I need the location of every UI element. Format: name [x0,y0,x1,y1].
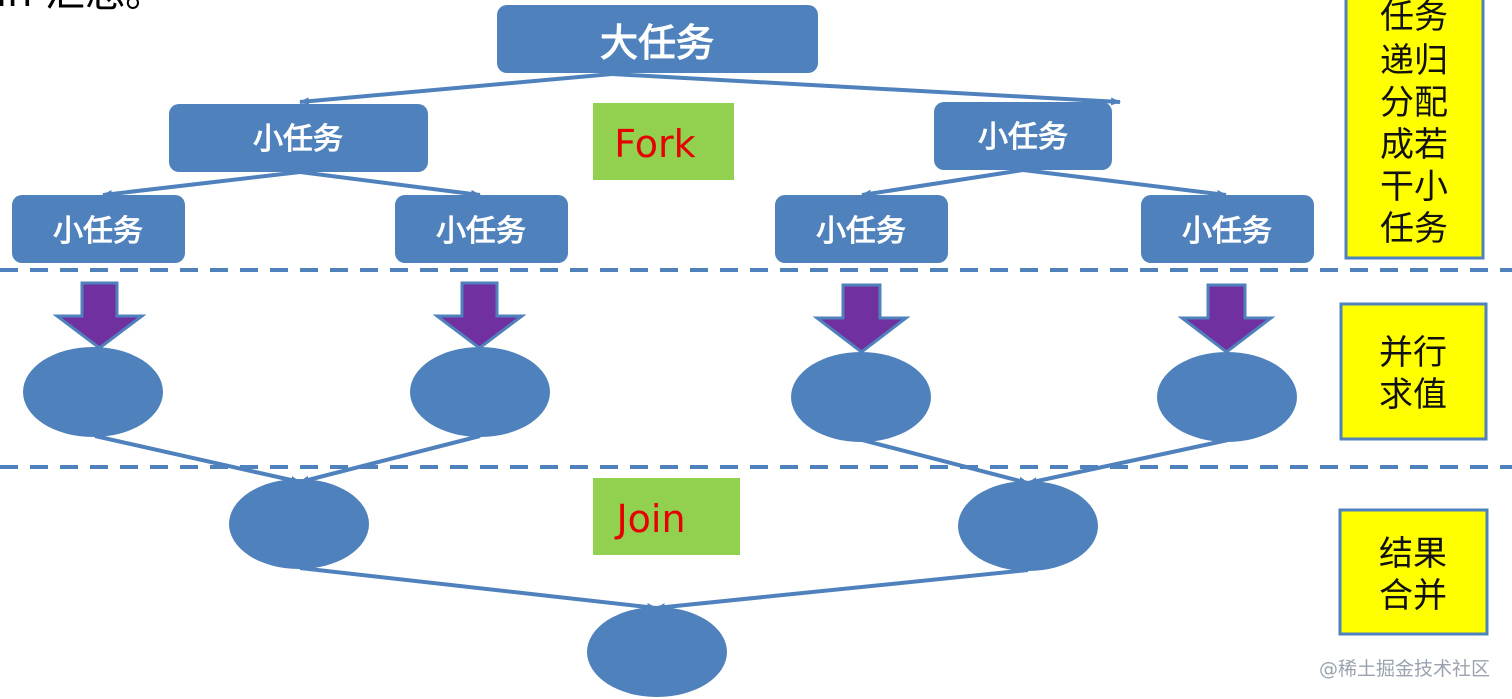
root-task-label: 大任务 [600,21,714,65]
leaf-task-label-2: 小任务 [436,214,526,249]
down-arrow-4 [1177,283,1276,354]
leaf-task-label-1: 小任务 [53,214,143,249]
edge-e1-to-j1 [94,434,301,484]
note-merge: 结果 合并 [1338,508,1489,636]
leaf-task-node-2: 小任务 [395,195,568,263]
edge-left-to-leaf1 [102,170,301,198]
mid-task-node-left: 小任务 [169,104,428,172]
edge-root-to-left [299,72,613,106]
join-node-right [958,481,1098,571]
edge-e2-to-j1 [299,434,481,484]
note-split-line-2: 递归 [1380,41,1448,81]
note-merge-line-2: 合并 [1379,576,1447,616]
down-arrow-3 [812,283,911,354]
leaf-task-node-4: 小任务 [1141,195,1314,263]
leaf-task-node-1: 小任务 [12,195,185,263]
note-compute-line-1: 并行 [1379,333,1447,373]
root-task-node: 大任务 [497,5,818,73]
leaf-task-node-3: 小任务 [775,195,948,263]
note-compute: 并行 求值 [1339,302,1488,441]
note-split-line-5: 干小 [1380,167,1448,207]
leaf-task-label-3: 小任务 [816,214,906,249]
top-left-text: in 汇总。 [0,0,165,16]
edge-j1-to-final [299,566,657,611]
eval-node-1 [23,347,163,437]
watermark: @稀土掘金技术社区 [1319,658,1490,680]
mid-task-label-right: 小任务 [978,120,1068,155]
edge-right-to-leaf3 [861,168,1024,198]
down-arrow-1 [52,281,147,350]
note-split-line-4: 成若 [1380,125,1448,165]
edge-e3-to-j2 [861,438,1029,485]
down-arrow-2 [432,281,527,350]
join-node-left [229,479,369,569]
edge-j2-to-final [655,568,1029,612]
note-split-line-1: 任务 [1380,0,1448,37]
edge-root-to-right [611,72,1121,106]
note-split: 任务 递归 分配 成若 干小 任务 [1344,0,1485,260]
eval-node-4 [1157,352,1297,442]
fork-label: Fork [614,122,695,166]
edge-left-to-leaf2 [299,170,481,198]
mid-task-node-right: 小任务 [934,102,1112,170]
final-result-node [587,607,727,697]
edge-right-to-leaf4 [1022,168,1227,198]
edge-e4-to-j2 [1027,438,1229,486]
note-merge-line-1: 结果 [1379,534,1447,574]
eval-node-2 [410,347,550,437]
join-label-box: Join [593,478,740,555]
leaf-task-label-4: 小任务 [1182,214,1272,249]
note-compute-line-2: 求值 [1379,375,1447,415]
eval-node-3 [791,352,931,442]
join-label: Join [614,497,685,541]
fork-label-box: Fork [593,103,734,180]
mid-task-label-left: 小任务 [253,122,343,157]
note-split-line-3: 分配 [1380,83,1448,123]
note-split-line-6: 任务 [1380,209,1448,249]
